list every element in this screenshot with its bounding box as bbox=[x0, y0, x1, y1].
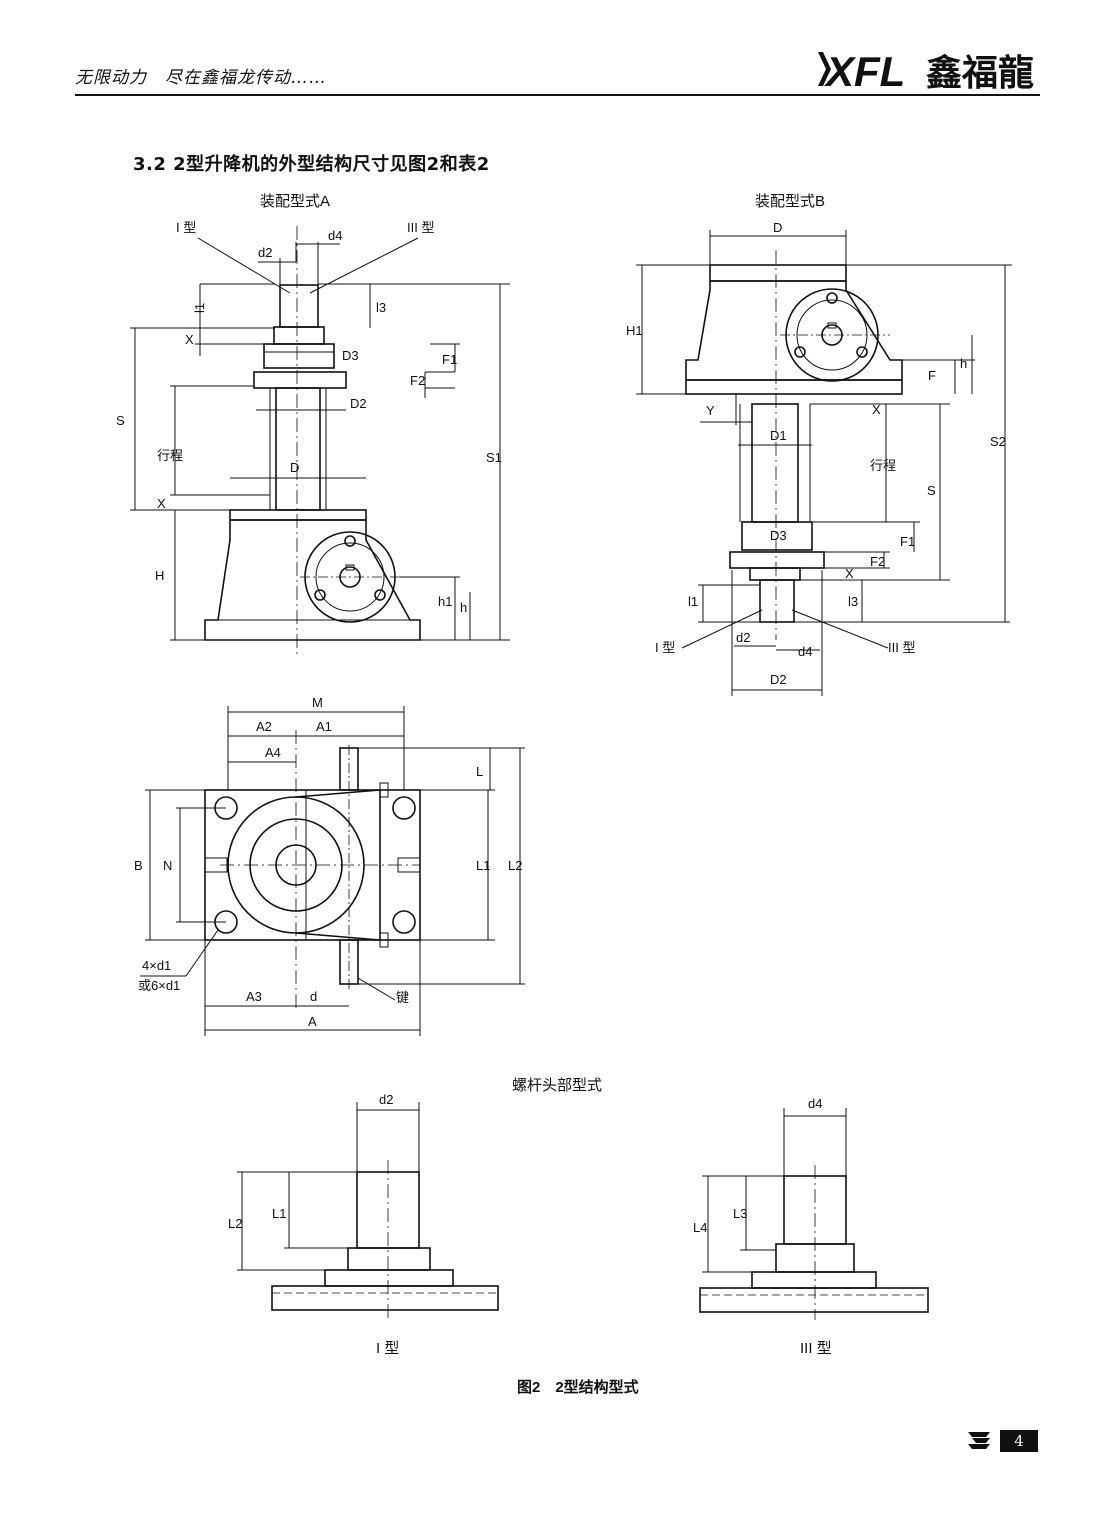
svg-text:S: S bbox=[116, 413, 125, 428]
svg-text:A: A bbox=[308, 1014, 317, 1029]
svg-text:X: X bbox=[185, 332, 194, 347]
svg-text:X: X bbox=[845, 566, 854, 581]
svg-text:h: h bbox=[960, 356, 967, 371]
assembly-view-b: 装配型式B D D1 D3 H1 Y bbox=[626, 193, 1012, 696]
svg-text:d: d bbox=[310, 989, 317, 1004]
page-number: 4 bbox=[1000, 1430, 1038, 1452]
svg-text:h: h bbox=[460, 600, 467, 615]
svg-text:d2: d2 bbox=[736, 630, 750, 645]
svg-text:L4: L4 bbox=[693, 1220, 707, 1235]
svg-text:A1: A1 bbox=[316, 719, 332, 734]
svg-text:d4: d4 bbox=[798, 644, 812, 659]
svg-text:或6×d1: 或6×d1 bbox=[138, 978, 180, 993]
type3-caption: III 型 bbox=[800, 1340, 832, 1357]
svg-text:D3: D3 bbox=[770, 528, 787, 543]
svg-text:L2: L2 bbox=[228, 1216, 242, 1231]
screw-heads-title: 螺杆头部型式 bbox=[512, 1077, 602, 1094]
svg-text:N: N bbox=[163, 858, 172, 873]
svg-text:4×d1: 4×d1 bbox=[142, 958, 171, 973]
svg-text:l3: l3 bbox=[376, 300, 386, 315]
figure-caption: 图2 2型结构型式 bbox=[517, 1378, 639, 1396]
page-badge-mark bbox=[968, 1432, 990, 1449]
svg-text:D2: D2 bbox=[770, 672, 787, 687]
svg-text:l1: l1 bbox=[688, 594, 698, 609]
svg-text:S: S bbox=[927, 483, 936, 498]
svg-text:D2: D2 bbox=[350, 396, 367, 411]
svg-text:F2: F2 bbox=[870, 554, 885, 569]
svg-text:行程: 行程 bbox=[870, 458, 896, 473]
svg-text:X: X bbox=[157, 496, 166, 511]
svg-text:F2: F2 bbox=[410, 373, 425, 388]
svg-text:F1: F1 bbox=[442, 352, 457, 367]
svg-text:I 型: I 型 bbox=[176, 220, 196, 235]
svg-text:D: D bbox=[773, 220, 782, 235]
svg-text:键: 键 bbox=[396, 990, 409, 1005]
svg-text:D1: D1 bbox=[770, 428, 787, 443]
svg-text:X: X bbox=[872, 402, 881, 417]
type1-caption: I 型 bbox=[376, 1340, 399, 1357]
svg-text:F1: F1 bbox=[900, 534, 915, 549]
svg-text:L2: L2 bbox=[508, 858, 522, 873]
view-b-title: 装配型式B bbox=[755, 193, 825, 210]
svg-text:H1: H1 bbox=[626, 323, 643, 338]
svg-text:B: B bbox=[134, 858, 143, 873]
plan-view: M A2 A1 A4 L L1 L2 bbox=[134, 695, 525, 1036]
svg-text:I 型: I 型 bbox=[655, 640, 675, 655]
svg-text:l1: l1 bbox=[192, 303, 207, 313]
logo-latin: XFL bbox=[824, 48, 905, 92]
svg-text:d2: d2 bbox=[258, 245, 272, 260]
svg-text:S1: S1 bbox=[486, 450, 502, 465]
header-slogan: 无限动力 尽在鑫福龙传动…… bbox=[75, 68, 327, 88]
svg-text:L1: L1 bbox=[272, 1206, 286, 1221]
svg-text:d2: d2 bbox=[379, 1092, 393, 1107]
svg-text:L: L bbox=[476, 764, 483, 779]
logo-cjk: 鑫福龍 bbox=[926, 52, 1034, 92]
screw-heads: 螺杆头部型式 d2 L2 L1 I 型 d4 L4 bbox=[228, 1077, 929, 1357]
svg-text:l3: l3 bbox=[848, 594, 858, 609]
assembly-view-a: 装配型式A I 型 III 型 d2 d4 D3 D2 D bbox=[116, 193, 510, 655]
svg-text:F: F bbox=[928, 368, 936, 383]
svg-text:D: D bbox=[290, 460, 299, 475]
view-a-title: 装配型式A bbox=[260, 193, 330, 210]
svg-text:L3: L3 bbox=[733, 1206, 747, 1221]
svg-text:A4: A4 bbox=[265, 745, 281, 760]
svg-text:III 型: III 型 bbox=[407, 220, 434, 235]
header-rule bbox=[75, 94, 1040, 96]
svg-text:d4: d4 bbox=[328, 228, 342, 243]
svg-text:D3: D3 bbox=[342, 348, 359, 363]
svg-text:Y: Y bbox=[706, 403, 715, 418]
svg-text:h1: h1 bbox=[438, 594, 452, 609]
svg-text:H: H bbox=[155, 568, 164, 583]
svg-text:S2: S2 bbox=[990, 434, 1006, 449]
section-title: 3.2 2型升降机的外型结构尺寸见图2和表2 bbox=[133, 154, 490, 175]
svg-text:L1: L1 bbox=[476, 858, 490, 873]
svg-text:III 型: III 型 bbox=[888, 640, 915, 655]
svg-text:M: M bbox=[312, 695, 323, 710]
brand-logo: XFL 鑫福龍 bbox=[818, 48, 1034, 92]
svg-text:行程: 行程 bbox=[157, 448, 183, 463]
svg-text:d4: d4 bbox=[808, 1096, 822, 1111]
svg-text:A3: A3 bbox=[246, 989, 262, 1004]
svg-text:A2: A2 bbox=[256, 719, 272, 734]
